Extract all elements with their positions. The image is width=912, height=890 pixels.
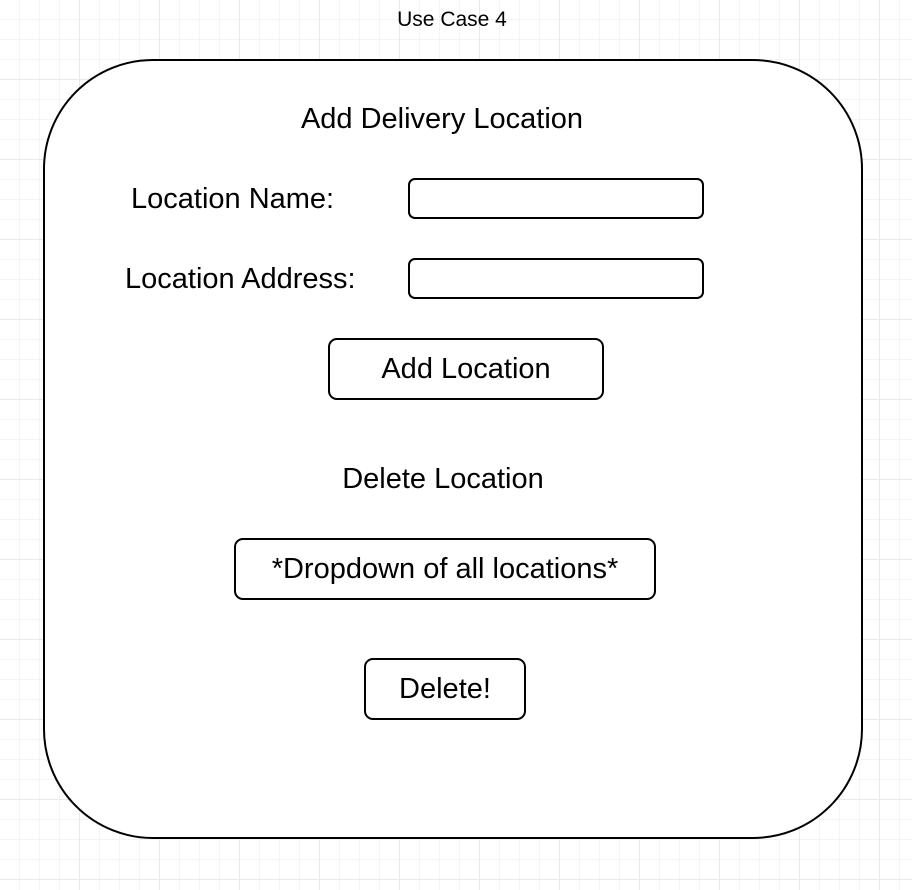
- location-name-label: Location Name:: [131, 183, 335, 215]
- add-location-button[interactable]: Add Location: [328, 338, 604, 400]
- location-name-input[interactable]: [408, 178, 704, 219]
- location-address-input[interactable]: [408, 258, 704, 299]
- mockup-panel: [43, 59, 863, 839]
- add-location-heading: Add Delivery Location: [300, 103, 584, 135]
- diagram-title: Use Case 4: [397, 8, 507, 31]
- locations-dropdown[interactable]: *Dropdown of all locations*: [234, 538, 656, 600]
- delete-location-heading: Delete Location: [342, 463, 544, 495]
- delete-button[interactable]: Delete!: [364, 658, 526, 720]
- location-address-label: Location Address:: [125, 263, 356, 295]
